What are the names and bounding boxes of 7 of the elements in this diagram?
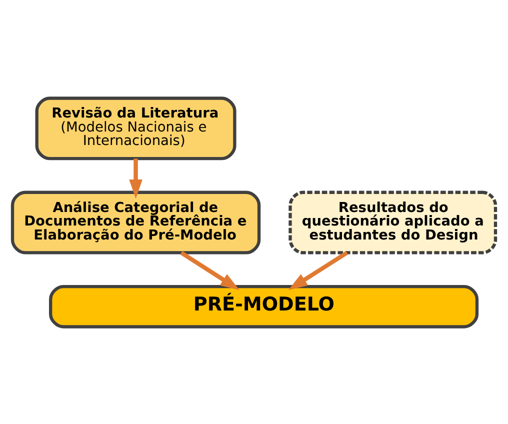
node-box: Resultados do questionário aplicado a estudantes do Design xyxy=(288,190,498,254)
node-box: PRÉ-MODELO xyxy=(49,284,479,328)
arrow xyxy=(180,250,240,290)
arrow xyxy=(288,250,348,290)
arrow xyxy=(129,158,142,198)
node-box: Revisão da Literatura (Modelos Nacionais e Internacionais) xyxy=(35,96,236,160)
node-box: Análise Categorial de Documentos de Referência e Elaboração do Pré-Modelo xyxy=(10,190,261,254)
